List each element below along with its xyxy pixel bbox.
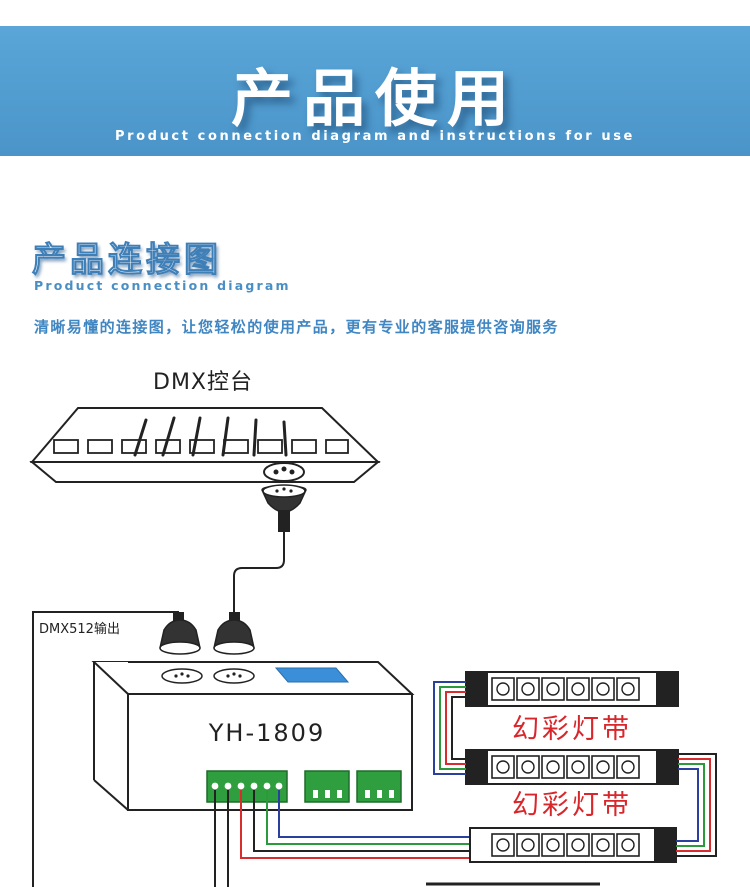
console-cable — [233, 532, 285, 615]
terminal-block-3 — [356, 770, 402, 803]
section-subtitle: Product connection diagram — [34, 278, 291, 293]
strip-label-2: 幻彩灯带 — [512, 790, 632, 821]
console-label: DMX控台 — [153, 370, 253, 395]
led-strip-3 — [469, 827, 677, 863]
strip-link-wires-left — [433, 681, 466, 775]
output-wires — [214, 790, 470, 887]
console-xlr-plug — [261, 484, 307, 532]
section-description: 清晰易懂的连接图，让您轻松的使用产品，更有专业的客服提供咨询服务 — [34, 318, 559, 336]
header-banner: 产品使用 Product connection diagram and inst… — [0, 26, 750, 156]
terminal-block-2 — [304, 770, 350, 803]
banner-subtitle: Product connection diagram and instructi… — [115, 129, 635, 144]
led-strip-1 — [465, 671, 679, 707]
dmx-console — [29, 407, 381, 483]
banner-title: 产品使用 — [230, 62, 519, 135]
console-buttons — [53, 439, 349, 454]
led-strip-2 — [465, 749, 679, 785]
terminal-block-main — [206, 770, 288, 803]
device-xlr-plug-right — [213, 612, 255, 655]
strip-label-1: 幻彩灯带 — [512, 714, 632, 745]
device-model-label: YH-1809 — [208, 719, 325, 747]
dmx-output-label: DMX512输出 — [39, 621, 120, 637]
decoder-device: YH-1809 — [91, 661, 415, 811]
section-title: 产品连接图 — [32, 240, 222, 281]
device-display — [274, 667, 350, 683]
console-xlr-socket — [263, 462, 305, 482]
strip-link-wires-right — [676, 753, 717, 857]
console-faders — [133, 416, 288, 457]
device-xlr-plug-left — [159, 612, 201, 655]
